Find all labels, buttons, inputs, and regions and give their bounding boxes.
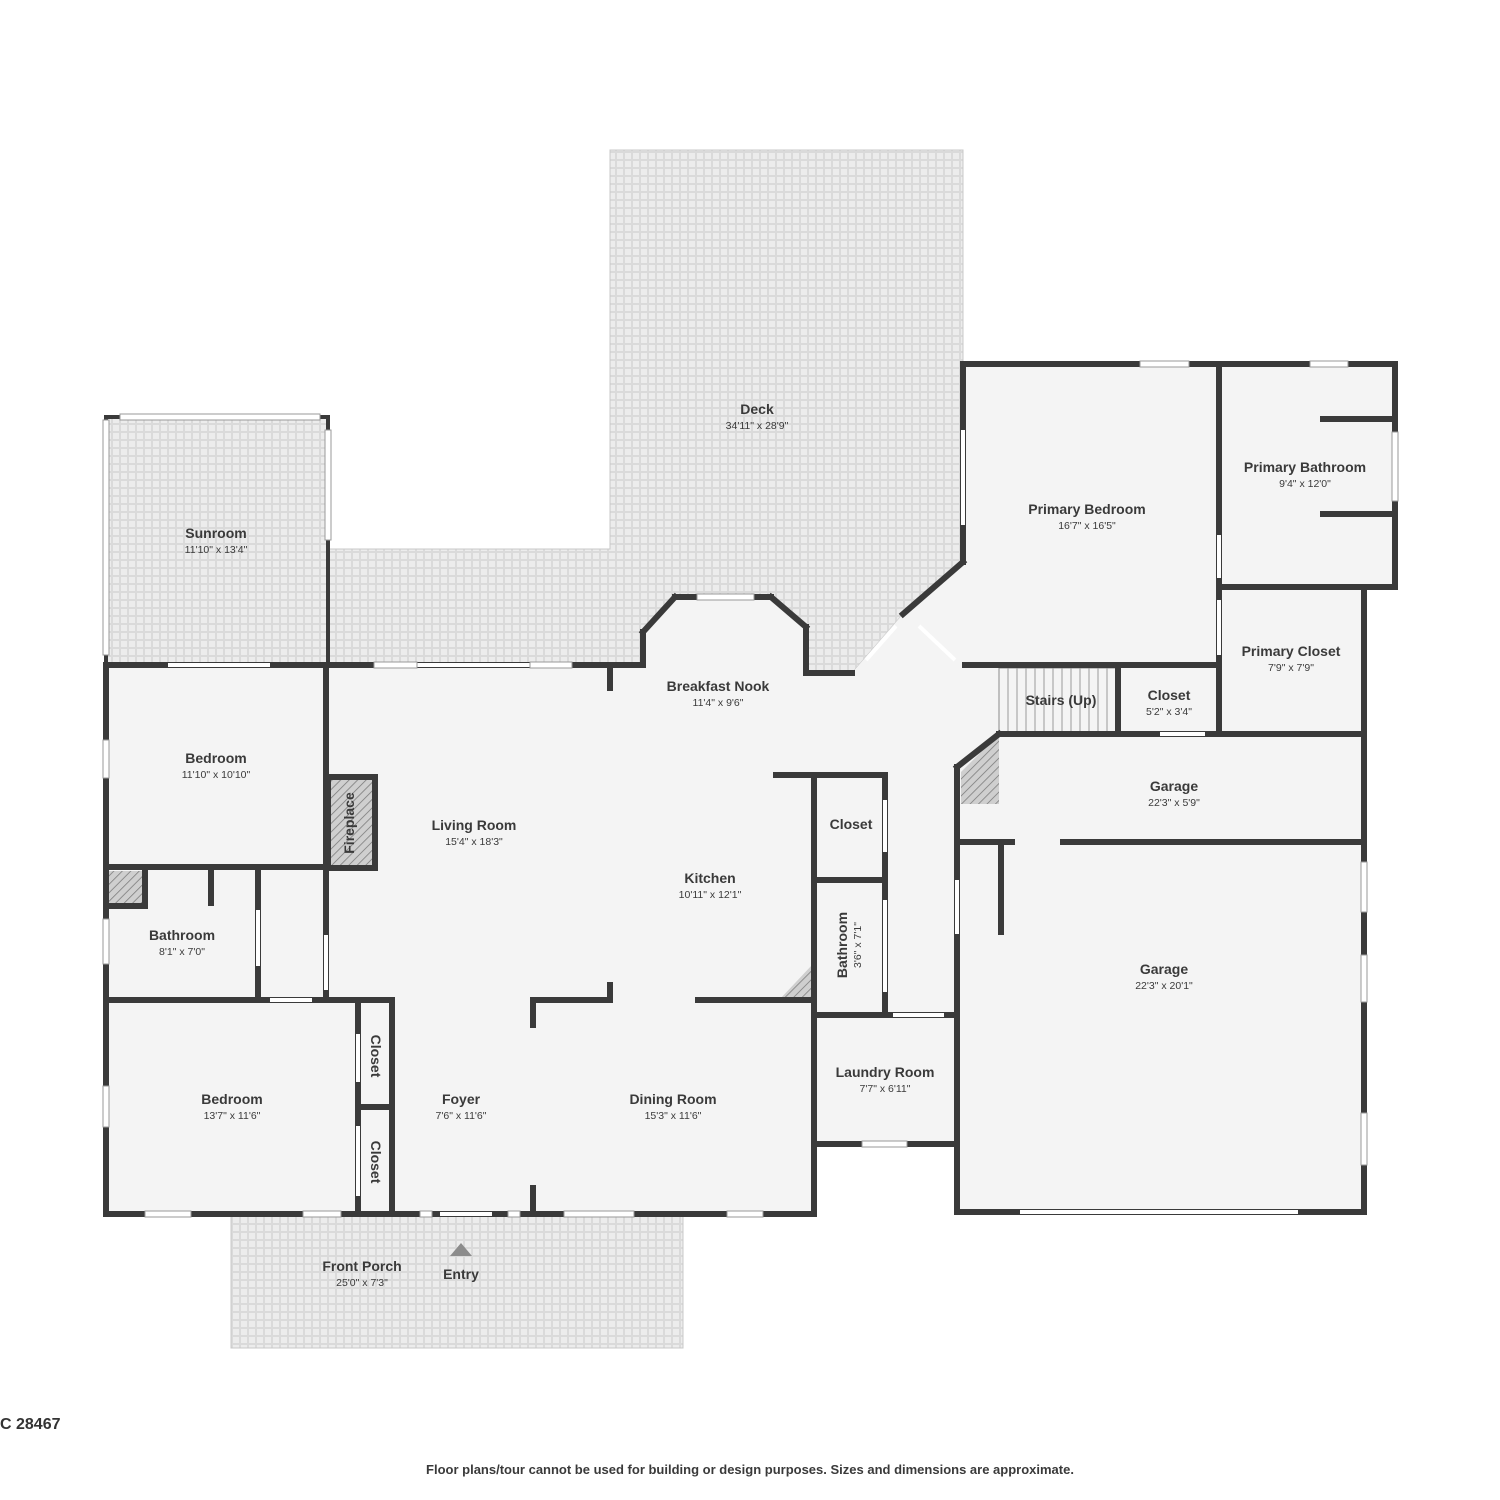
sunroom-area [105,416,329,666]
interior-floors [106,364,1395,1214]
label-bathroom-2: Bathroom [834,912,850,978]
fireplace-hearth [331,780,372,866]
dim-front-porch: 25'0" x 7'3" [336,1277,388,1289]
deck-area [326,149,964,674]
hatched-fixtures [108,734,999,999]
label-living-room: Living Room [432,817,517,833]
label-laundry-room: Laundry Room [836,1064,935,1080]
label-sunroom: Sunroom [185,525,246,541]
room-labels: Deck 34'11" x 28'9" Sunroom 11'10" x 13'… [149,401,1366,1289]
stairs [998,667,1117,733]
label-kitchen: Kitchen [684,870,735,886]
dim-dining-room: 15'3" x 11'6" [645,1110,702,1122]
label-primary-bathroom: Primary Bathroom [1244,459,1366,475]
disclaimer-text: Floor plans/tour cannot be used for buil… [426,1462,1074,1477]
label-primary-bedroom: Primary Bedroom [1028,501,1145,517]
label-garage-upper: Garage [1150,778,1198,794]
bathroom-fixture [108,871,143,905]
outdoor-areas [105,149,964,1349]
label-stairs: Stairs (Up) [1026,692,1097,708]
dim-laundry-room: 7'7" x 6'11" [860,1083,911,1095]
dim-garage-upper: 22'3" x 5'9" [1148,797,1200,809]
dim-primary-closet: 7'9" x 7'9" [1268,662,1314,674]
address-fragment: C 28467 [0,1416,61,1433]
label-closet-small: Closet [1148,687,1191,703]
label-closet-b: Closet [368,1141,384,1184]
label-closet-kitchen: Closet [830,816,873,832]
openings [168,430,1298,1216]
garage-corner [961,734,999,804]
dim-foyer: 7'6" x 11'6" [436,1110,487,1122]
dim-garage-main: 22'3" x 20'1" [1135,980,1193,992]
label-entry: Entry [443,1266,479,1282]
dim-primary-bedroom: 16'7" x 16'5" [1058,520,1116,532]
kitchen-corner [780,965,812,999]
front-porch-area [230,1213,684,1349]
label-primary-closet: Primary Closet [1242,643,1341,659]
dim-sunroom: 11'10" x 13'4" [185,544,248,556]
dim-closet-small: 5'2" x 3'4" [1146,706,1192,718]
dim-breakfast-nook: 11'4" x 9'6" [693,697,744,709]
label-foyer: Foyer [442,1091,481,1107]
label-garage-main: Garage [1140,961,1188,977]
dim-bathroom-1: 8'1" x 7'0" [159,946,205,958]
windows [102,360,1399,1218]
label-fireplace: Fireplace [341,792,357,854]
dim-bedroom-2: 13'7" x 11'6" [204,1110,261,1122]
dim-primary-bathroom: 9'4" x 12'0" [1279,478,1331,490]
dim-kitchen: 10'11" x 12'1" [679,889,742,901]
entry-arrow-icon [450,1243,472,1256]
dim-deck: 34'11" x 28'9" [726,420,789,432]
label-bedroom-1: Bedroom [185,750,246,766]
dim-living-room: 15'4" x 18'3" [445,836,503,848]
label-bedroom-2: Bedroom [201,1091,262,1107]
dim-bedroom-1: 11'10" x 10'10" [182,769,251,781]
label-dining-room: Dining Room [629,1091,716,1107]
label-breakfast-nook: Breakfast Nook [667,678,770,694]
label-closet-a: Closet [368,1035,384,1078]
dim-bathroom-2: 3'6" x 7'1" [852,922,864,968]
label-front-porch: Front Porch [322,1258,401,1274]
label-deck: Deck [740,401,774,417]
label-bathroom-1: Bathroom [149,927,215,943]
